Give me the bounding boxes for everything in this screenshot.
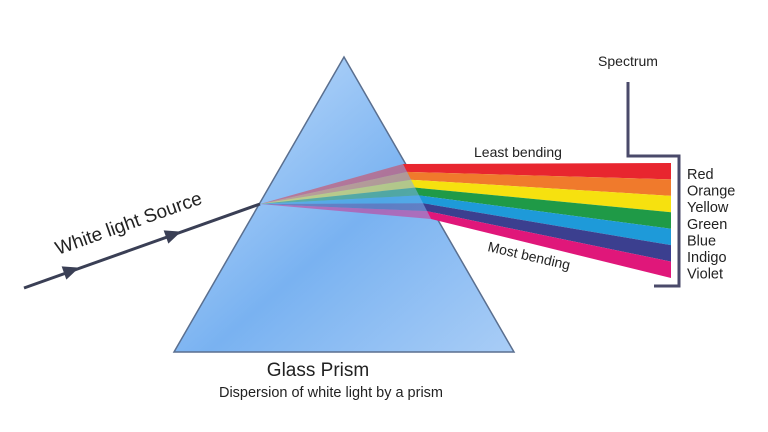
dispersed-light-inside-prism [260,164,431,219]
inner-beam-orange [260,171,411,204]
color-label-green: Green [687,217,727,233]
ray-arrow-icon [61,266,80,280]
spectrum-band-yellow [411,179,671,213]
caption: Dispersion of white light by a prism [219,385,443,401]
spectrum-label: Spectrum [598,53,658,69]
color-label-violet: Violet [687,267,723,283]
color-label-red: Red [687,167,714,183]
color-label-indigo: Indigo [687,250,727,266]
spectrum-band-green [415,187,671,229]
spectrum-band-orange [407,171,671,196]
white-light-ray [23,202,261,290]
least-bending-label: Least bending [474,144,562,160]
prism-label: Glass Prism [267,360,369,381]
color-label-orange: Orange [687,184,735,200]
ray-arrow-icon [163,230,182,244]
spectrum-bracket [626,82,681,288]
inner-beam-blue [260,195,423,204]
inner-beam-red [260,164,407,204]
spectrum-band-indigo [423,203,671,262]
inner-beam-yellow [260,179,415,204]
inner-beam-indigo [260,203,427,212]
spectrum-bands [403,163,671,278]
color-label-blue: Blue [687,233,716,249]
inner-beam-green [260,187,419,204]
spectrum-band-violet [427,211,671,278]
spectrum-band-red [403,163,671,180]
spectrum-band-blue [419,195,671,246]
color-label-yellow: Yellow [687,200,729,216]
inner-beam-violet [260,204,431,219]
white-light-label: White light Source [53,188,205,260]
